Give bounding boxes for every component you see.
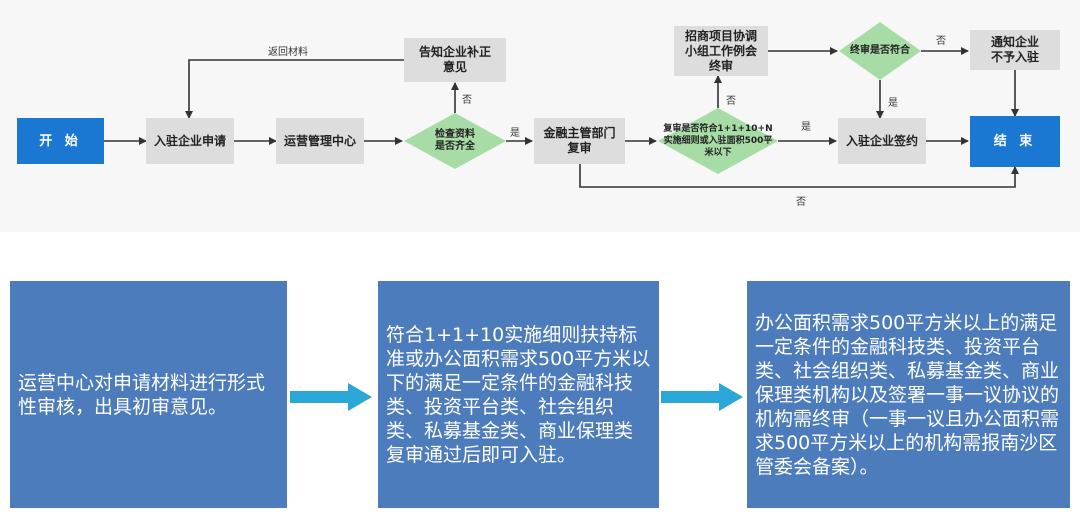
decision-check-shape xyxy=(404,113,506,169)
description-box-review: 符合1+1+10实施细则扶持标准或办公面积需求500平方米以下的满足一定条件的金… xyxy=(378,281,659,508)
start-node: 开 始 xyxy=(17,118,104,164)
edge-label-return: 返回材料 xyxy=(268,47,308,58)
finance-review-node: 金融主管部门 复审 xyxy=(534,118,625,164)
edge-label-no2: 否 xyxy=(726,96,736,107)
notify-reject-node: 通知企业 不予入驻 xyxy=(970,30,1060,70)
notify-supplement-node: 告知企业补正 意见 xyxy=(404,38,506,82)
edge-label-yes2: 是 xyxy=(801,122,811,133)
big-arrow-2 xyxy=(661,383,743,411)
description-text-final: 办公面积需求500平方米以上的满足一定条件的金融科技类、投资平台类、社会组织类、… xyxy=(755,311,1060,478)
coord-group-node: 招商项目协调 小组工作例会 终审 xyxy=(674,26,768,76)
edge-label-yes3: 是 xyxy=(888,98,898,109)
edge-label-no1: 否 xyxy=(462,95,472,106)
decision-final-shape xyxy=(839,22,921,80)
flowchart-area: 开 始 入驻企业申请 运营管理中心 检查资料 是否齐全 告知企业补正 意见 金融… xyxy=(0,0,1080,232)
check-decision-label: 检查资料 是否齐全 xyxy=(435,129,475,152)
edge-label-no3: 否 xyxy=(936,36,946,47)
edge-label-yes1: 是 xyxy=(510,128,520,139)
description-box-final: 办公面积需求500平方米以上的满足一定条件的金融科技类、投资平台类、社会组织类、… xyxy=(747,281,1070,508)
description-text-review: 符合1+1+10实施细则扶持标准或办公面积需求500平方米以下的满足一定条件的金… xyxy=(386,323,651,466)
apply-node: 入驻企业申请 xyxy=(146,118,234,164)
review-decision-label: 复审是否符合1+1+10+N 实施细则或入驻面积500平 米以下 xyxy=(663,124,773,158)
edge-label-no4: 否 xyxy=(796,197,806,208)
description-text-initial: 运营中心对申请材料进行形式性审核，出具初审意见。 xyxy=(18,371,266,418)
edge-notify-apply xyxy=(185,59,404,119)
decision-review-shape xyxy=(658,108,778,174)
edge-finance-end xyxy=(579,164,1019,188)
description-box-initial: 运营中心对申请材料进行形式性审核，出具初审意见。 xyxy=(10,281,287,508)
ops-node: 运营管理中心 xyxy=(276,118,364,164)
end-node: 结 束 xyxy=(970,116,1060,167)
flowchart-connectors xyxy=(104,22,1019,188)
sign-node: 入驻企业签约 xyxy=(838,118,926,164)
final-decision-label: 终审是否符合 xyxy=(850,45,910,56)
big-arrow-1 xyxy=(290,383,372,411)
